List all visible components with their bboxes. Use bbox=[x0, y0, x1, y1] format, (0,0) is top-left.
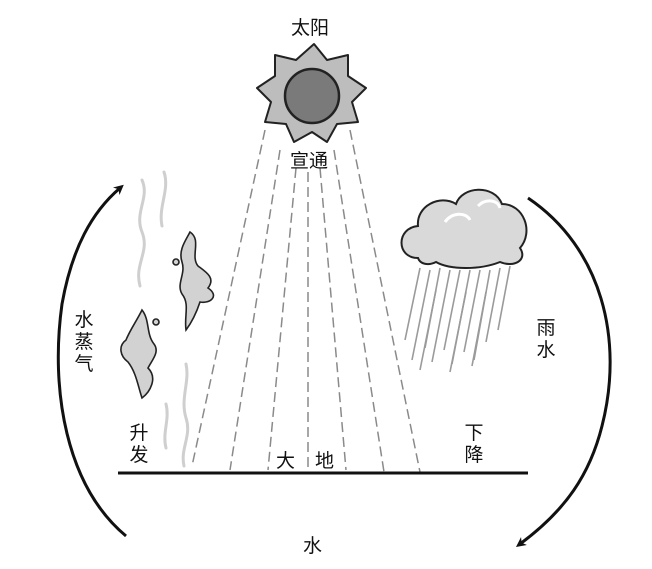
cloud-icon bbox=[400, 188, 528, 269]
sunlight-beams bbox=[191, 129, 421, 473]
light-beam bbox=[191, 129, 266, 467]
vapor-trails bbox=[137, 170, 190, 468]
light-beam bbox=[349, 129, 421, 473]
water-vapor-icon bbox=[120, 230, 215, 400]
light-beam bbox=[333, 149, 385, 473]
earth-right-label: 地 bbox=[315, 450, 335, 472]
water-label: 水 bbox=[303, 535, 323, 557]
light-beam bbox=[267, 167, 297, 471]
sun-core bbox=[283, 67, 341, 125]
descend-label: 下降 bbox=[464, 422, 484, 466]
rising-arrow bbox=[56, 184, 127, 538]
descending-arrow bbox=[515, 196, 612, 547]
light-beam bbox=[229, 149, 281, 471]
sun-icon bbox=[256, 43, 367, 143]
water-vapor-label: 水蒸气 bbox=[74, 309, 94, 375]
light-beam bbox=[319, 167, 347, 471]
rain-label: 雨水 bbox=[536, 317, 556, 361]
rise-label: 升发 bbox=[129, 422, 149, 466]
sun-label: 太阳 bbox=[291, 17, 330, 39]
earth-left-label: 大 bbox=[276, 450, 296, 472]
rain-icon bbox=[404, 265, 511, 373]
xuan-tong-label: 宣通 bbox=[290, 150, 329, 172]
